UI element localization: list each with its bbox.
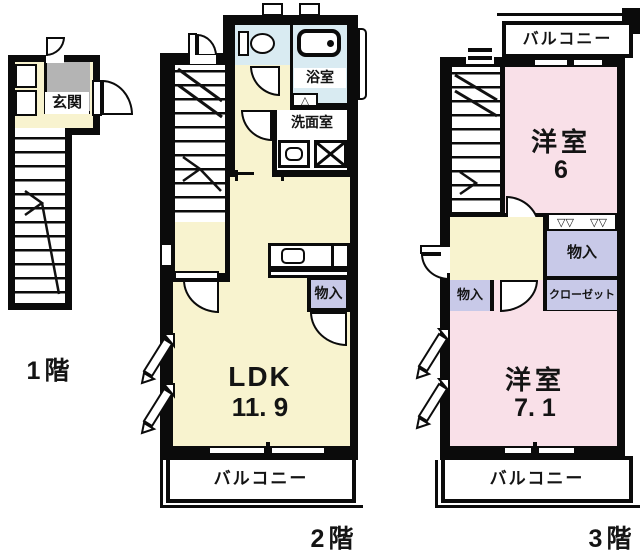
toilet-tank	[238, 31, 249, 56]
kitchen-sink	[281, 248, 305, 264]
storage-3f-right-doors: ▽▽ ▽▽	[547, 213, 617, 231]
closet-3f	[547, 280, 617, 310]
ldk-label: LDK 11. 9	[185, 352, 335, 432]
kitchen-counter-divider	[331, 245, 334, 267]
entrance-door-leaf	[92, 80, 102, 116]
window-3f-center-tick	[533, 442, 537, 459]
balcony-2f	[166, 456, 356, 503]
window-2f-bath-top	[299, 3, 320, 16]
room-3f-yoshitsu6	[505, 67, 617, 213]
hall-3f	[450, 217, 543, 280]
washbasin	[278, 140, 310, 168]
stairs-2f-landing	[175, 222, 225, 273]
yoshitsu71-label: 洋室 7. 1	[460, 352, 610, 436]
bay-window-3f	[415, 328, 450, 430]
bifold-doors-icon: ▽▽	[557, 216, 574, 229]
storage-3f-right-label: 物入	[566, 243, 597, 261]
hall-3f-ext-door-gap	[441, 247, 450, 273]
yoshitsu71-name: 洋室	[504, 364, 565, 395]
bifold-doors-icon: ▽▽	[590, 216, 607, 229]
door-arc-1f-top	[46, 37, 65, 56]
toilet-bowl	[250, 33, 275, 54]
storage-3f-left	[450, 280, 490, 311]
balcony-3f-rim-bottom	[435, 505, 640, 508]
stair-hash-bar1-3f	[468, 48, 492, 52]
balcony-2f-rim-bottom	[160, 505, 363, 508]
storage-3f-left-label: 物入	[456, 287, 483, 303]
stairs-1f-direction-arrow	[24, 189, 61, 295]
room-3f-yoshitsu71	[450, 311, 617, 446]
bath-label: 浴室	[294, 68, 346, 88]
storage-3f-right	[547, 231, 617, 276]
stair-top-door-arc-2f	[197, 34, 217, 56]
door-gap-1f-top	[46, 55, 64, 63]
washbasin-bowl	[285, 147, 303, 161]
window-2f-center-tick	[266, 442, 270, 459]
washroom-label: 洗面室	[279, 112, 345, 133]
window-2f-balcony-left	[208, 446, 266, 455]
window-3f-top-right	[572, 58, 604, 67]
ldk-size: 11. 9	[231, 392, 289, 423]
yoshitsu71-size: 7. 1	[514, 393, 556, 422]
stairs-1f-treads	[15, 137, 65, 297]
window-2f-toilet-top	[262, 3, 283, 16]
landing-door-leaf	[174, 271, 219, 280]
kitchen-counter	[268, 243, 350, 269]
stairs-3f-direction-arrow	[454, 73, 498, 196]
balcony-2f-label: バルコニー	[213, 469, 309, 489]
doorway-half-line	[238, 172, 254, 175]
shoe-cabinet-lower	[15, 90, 37, 116]
closet-3f-label: クローゼット	[549, 288, 615, 301]
genkan-label: 玄関	[45, 92, 89, 114]
bay-window-2f	[140, 333, 175, 435]
stair-top-door-gap-2f	[190, 55, 216, 64]
floor-label-2f: 2階	[310, 525, 358, 554]
floor-label-1f: 1階	[26, 357, 74, 386]
window-3f-balcony-right	[537, 446, 576, 455]
ldk-name: LDK	[228, 361, 292, 393]
washer-pan-x-icon	[317, 143, 344, 165]
window-2f-left	[160, 243, 173, 267]
storage-2f-label: 物入	[314, 285, 343, 302]
bathtub-drain	[327, 40, 334, 47]
floor-label-3f: 3階	[588, 525, 636, 554]
balcony-3f-bottom	[441, 456, 633, 503]
window-3f-top-left	[533, 58, 569, 67]
washer-pan	[314, 140, 347, 168]
bath-folding-door: △	[292, 93, 318, 107]
entrance-door-arc	[102, 80, 133, 115]
doorway-tick-left	[235, 170, 238, 181]
balcony-3f-bottom-label: バルコニー	[489, 469, 585, 489]
shoe-cabinet-upper	[15, 64, 37, 88]
balcony-3f-top-label: バルコニー	[522, 30, 613, 48]
stairs-2f-direction-arrow	[177, 67, 223, 192]
balcony-3f-top	[502, 21, 633, 58]
window-3f-balcony-left	[503, 446, 533, 455]
window-2f-balcony-right	[270, 446, 326, 455]
yoshitsu6-label: 洋室 6	[510, 115, 612, 197]
stair-top-door-leaf-2f	[188, 33, 197, 57]
balcony-2f-rim-left	[160, 460, 163, 508]
balcony-3f-top-rim	[497, 13, 627, 16]
vent-slot-2f-right	[358, 28, 367, 100]
bath-fold-door-icon: △	[300, 94, 310, 107]
storage-2f	[307, 276, 350, 312]
stair-hash-bar2-3f	[468, 56, 492, 60]
balcony-3f-rim-left	[435, 460, 438, 508]
doorway-tick-right	[281, 170, 284, 181]
bathtub	[297, 29, 341, 57]
yoshitsu6-size: 6	[554, 155, 568, 184]
yoshitsu6-name: 洋室	[530, 126, 591, 157]
